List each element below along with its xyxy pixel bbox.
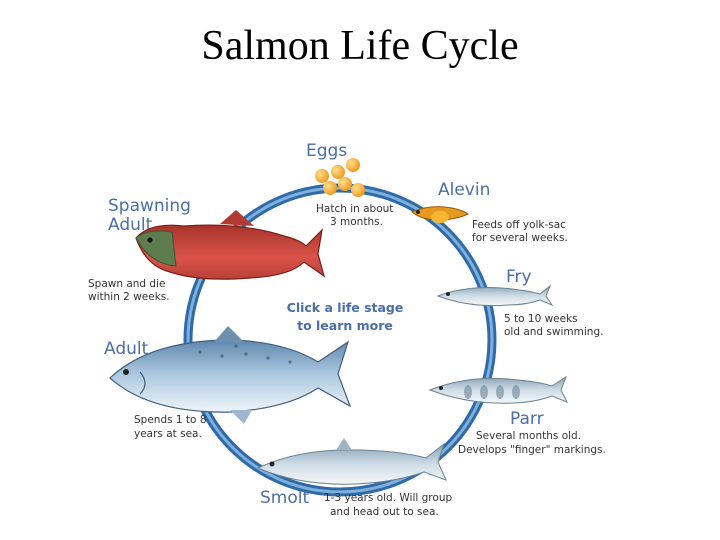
smolt-label: Smolt	[260, 488, 309, 508]
fry-fish[interactable]	[436, 284, 554, 307]
adult-fish[interactable]	[109, 326, 352, 424]
stage-fry[interactable]: Fry 5 to 10 weeks old and swimming.	[436, 267, 603, 338]
stage-smolt[interactable]: Smolt 1-3 years old. Will group and head…	[256, 438, 452, 518]
center-prompt-line: to learn more	[297, 318, 393, 333]
alevin-note: Feeds off yolk-sac	[472, 219, 566, 231]
adult-note: Spends 1 to 8	[134, 414, 207, 426]
eggs-label: Eggs	[306, 141, 347, 161]
page-title: Salmon Life Cycle	[201, 23, 519, 69]
parr-note: Develops "finger" markings.	[458, 444, 606, 456]
parr-note: Several months old.	[476, 430, 581, 442]
parr-label: Parr	[510, 409, 544, 429]
alevin-fish[interactable]	[411, 206, 469, 223]
alevin-note: for several weeks.	[472, 232, 568, 244]
stage-alevin[interactable]: Alevin Feeds off yolk-sac for several we…	[411, 180, 568, 244]
stage-eggs[interactable]: Eggs Hatch in about 3 months.	[306, 141, 393, 228]
smolt-note: 1-3 years old. Will group	[324, 492, 452, 504]
fry-note: old and swimming.	[504, 326, 603, 338]
spawning-note: Spawn and die	[88, 278, 165, 290]
smolt-fish[interactable]	[256, 438, 447, 485]
adult-label: Adult	[104, 339, 149, 359]
spawning-note: within 2 weeks.	[88, 291, 170, 303]
stage-adult[interactable]: Adult Spends 1 to 8 years at sea.	[104, 326, 352, 440]
center-prompt-line: Click a life stage	[287, 300, 404, 315]
fry-note: 5 to 10 weeks	[504, 313, 578, 325]
parr-fish[interactable]	[428, 375, 569, 404]
eggs-note: Hatch in about	[316, 203, 393, 215]
eggs-note: 3 months.	[330, 216, 383, 228]
spawning-adult-fish[interactable]	[135, 210, 326, 280]
stage-parr[interactable]: Parr Several months old. Develops "finge…	[428, 375, 606, 456]
stage-spawning-adult[interactable]: Spawning Adult Spawn and die within 2 we…	[88, 196, 326, 303]
smolt-note: and head out to sea.	[330, 506, 439, 518]
alevin-label: Alevin	[438, 180, 490, 200]
center-prompt: Click a life stage to learn more	[287, 300, 404, 333]
adult-note: years at sea.	[134, 428, 202, 440]
eggs-cluster[interactable]	[315, 158, 365, 197]
spawning-label: Adult	[108, 215, 153, 235]
fry-label: Fry	[506, 267, 532, 287]
spawning-label: Spawning	[108, 196, 191, 216]
